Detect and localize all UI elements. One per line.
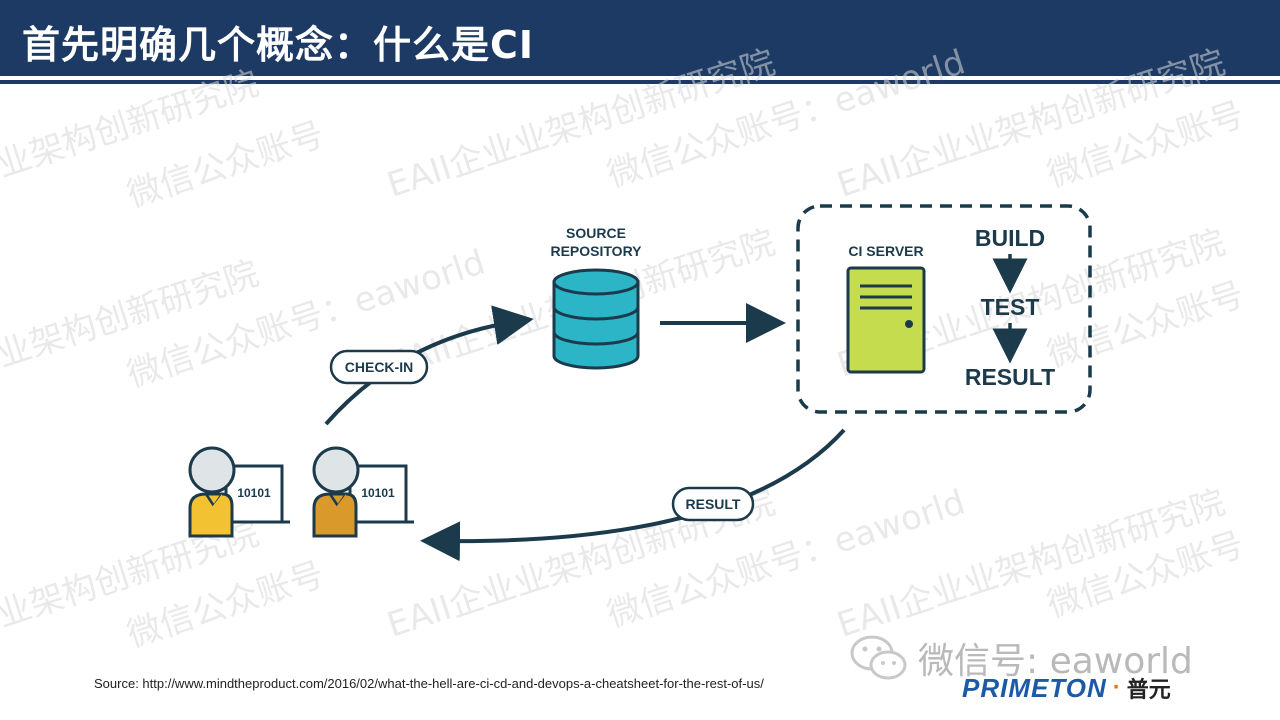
database-icon xyxy=(552,268,640,370)
logo-cn: 普元 xyxy=(1126,678,1171,703)
repository-label: SOURCE xyxy=(566,225,626,241)
page-title: 首先明确几个概念：什么是CI xyxy=(22,23,535,67)
header-divider xyxy=(0,80,1280,84)
ci-boundary xyxy=(796,204,1092,414)
logo-dot: · xyxy=(1112,674,1121,701)
result-pill xyxy=(671,486,755,522)
laptop-code: 10101 xyxy=(361,486,395,500)
wechat-icon xyxy=(850,635,907,680)
laptop-code: 10101 xyxy=(237,486,271,500)
source-citation: Source: http://www.mindtheproduct.com/20… xyxy=(94,676,764,691)
server-icon xyxy=(846,266,926,374)
logo-text: PRIMETON xyxy=(962,672,1107,703)
developer-icon xyxy=(188,446,290,538)
wechat-text: 微信号: eaworld xyxy=(918,641,1193,682)
step-test: TEST xyxy=(981,294,1040,320)
result-label: RESULT xyxy=(686,496,741,512)
step-build: BUILD xyxy=(975,225,1045,251)
checkin-label: CHECK-IN xyxy=(345,359,413,375)
step-result: RESULT xyxy=(965,364,1055,390)
developer-icon xyxy=(312,446,414,538)
title-bar: 首先明确几个概念：什么是CI xyxy=(0,0,1280,76)
ci-server-label: CI SERVER xyxy=(848,243,923,259)
checkin-pill xyxy=(329,349,429,385)
repository-label: REPOSITORY xyxy=(550,243,642,259)
result-arrow xyxy=(420,428,846,562)
primeton-logo: PRIMETON · 普元 xyxy=(962,672,1171,704)
wechat-id: 微信号: eaworld xyxy=(848,632,1193,684)
